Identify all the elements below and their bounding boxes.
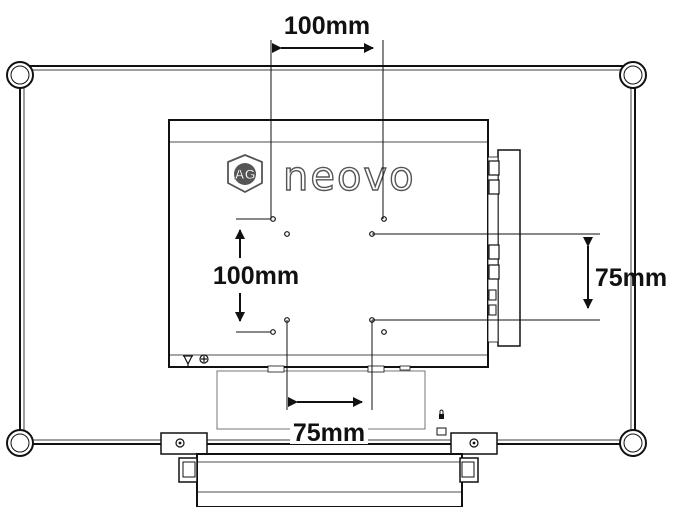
dimension-top: 100mm <box>270 12 384 219</box>
logo-text: AG <box>235 166 256 182</box>
corner-knob-bottom-right <box>619 429 647 457</box>
dimension-left: 100mm <box>213 218 299 333</box>
dimension-bottom: 75mm <box>286 320 373 447</box>
mount-hole <box>284 231 290 237</box>
mounting-holes <box>270 216 387 335</box>
dimension-left-label: 100mm <box>213 262 299 290</box>
brand-name: neovo <box>283 154 416 200</box>
connector-panel <box>487 149 521 347</box>
mount-hole <box>381 329 387 335</box>
corner-knob-top-left <box>6 61 34 89</box>
rear-panel <box>168 119 489 368</box>
bracket-left <box>160 432 208 455</box>
mount-hole <box>270 329 276 335</box>
dimension-bottom-label: 75mm <box>293 419 365 447</box>
corner-knob-bottom-left <box>6 429 34 457</box>
stand-base <box>178 453 479 507</box>
dimension-top-label: 100mm <box>284 12 370 40</box>
bracket-right <box>450 432 498 455</box>
dimension-right: 75mm <box>372 233 667 321</box>
dimension-right-label: 75mm <box>595 264 667 292</box>
corner-knob-top-right <box>619 61 647 89</box>
lock-icon <box>436 409 447 436</box>
mount-hole <box>381 216 387 222</box>
ground-symbols <box>183 354 209 366</box>
ag-logo: AG <box>227 154 263 194</box>
